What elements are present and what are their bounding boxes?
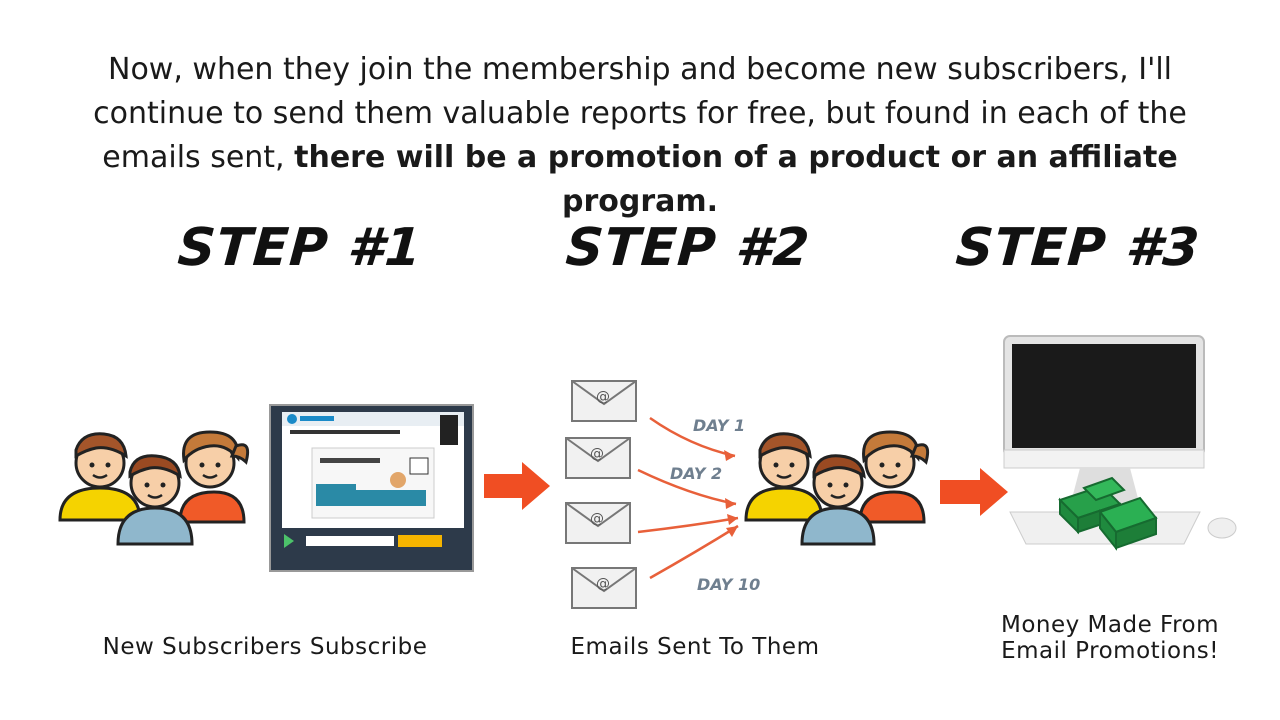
computer-monitor-icon [1003,335,1237,545]
email-at-symbol: @ [590,446,604,462]
day-2-label: DAY 2 [670,464,723,483]
email-at-symbol: @ [590,511,604,527]
intro-text: Now, when they join the membership and b… [60,48,1220,224]
step-2-caption: Emails Sent To Them [570,634,820,660]
intro-line-3-plain: emails sent, [102,140,295,175]
step-1-caption: New Subscribers Subscribe [102,634,428,660]
step-3-caption: Money Made From Email Promotions! [960,612,1260,664]
email-envelope-icon-1: @ [571,380,637,422]
subscribers-group-icon [58,430,250,546]
email-envelope-icon-4: @ [571,567,637,609]
step-3-caption-line-1: Money Made From [1000,612,1220,638]
arrow-right-icon-1 [484,462,550,510]
email-envelope-icon-2: @ [565,437,631,479]
email-envelope-icon-3: @ [565,502,631,544]
day-10-label: DAY 10 [697,575,761,594]
intro-line-1: Now, when they join the membership and b… [108,52,1172,87]
website-screenshot-image [269,404,474,572]
subscribers-group-icon-2 [744,430,930,546]
arrow-right-icon-2 [940,468,1008,516]
intro-line-3: emails sent, there will be a promotion o… [60,136,1220,224]
day-1-label: DAY 1 [693,416,746,435]
email-at-symbol: @ [596,389,610,405]
intro-line-2: continue to send them valuable reports f… [93,96,1187,131]
money-stack-icon [1058,476,1158,551]
intro-line-3-bold: there will be a promotion of a product o… [294,140,1178,219]
step-3-caption-line-2: Email Promotions! [1001,638,1219,664]
email-at-symbol: @ [596,576,610,592]
email-arrows [637,416,739,580]
